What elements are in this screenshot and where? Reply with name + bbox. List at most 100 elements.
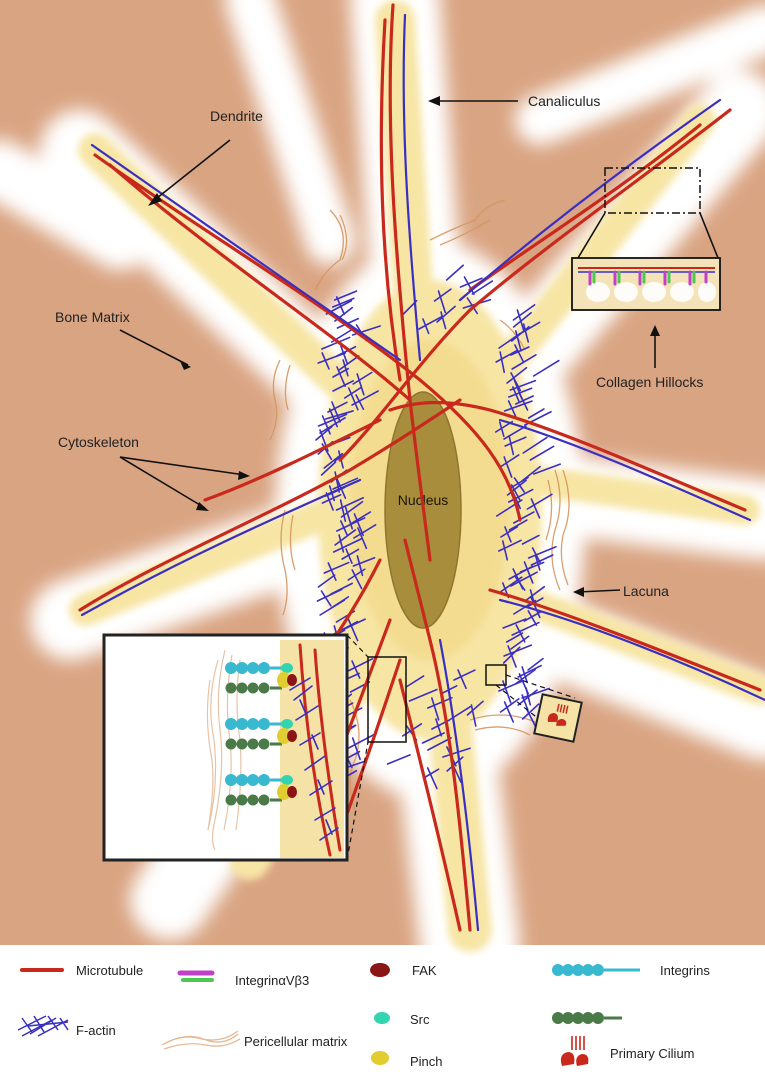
f-actin-strand	[514, 395, 534, 405]
f-actin-strand	[316, 588, 343, 602]
f-actin-strand	[431, 697, 440, 721]
f-actin-strand	[511, 354, 537, 370]
f-actin-strand	[347, 568, 366, 581]
integrin-subunit	[236, 774, 248, 786]
src-protein	[281, 719, 293, 729]
f-actin-strand	[514, 330, 522, 352]
f-actin-strand	[343, 387, 362, 399]
integrin-subunit	[258, 774, 270, 786]
f-actin-strand	[352, 371, 373, 385]
f-actin-strand	[319, 417, 346, 434]
label-collagen-hillocks: Collagen Hillocks	[596, 374, 703, 390]
f-actin-strand	[405, 675, 425, 688]
f-actin-strand	[459, 277, 483, 288]
f-actin-strand	[323, 561, 350, 574]
f-actin-strand	[509, 476, 529, 489]
f-actin-strand	[525, 708, 537, 728]
f-actin-strand	[529, 445, 555, 461]
f-actin-strand	[433, 288, 452, 302]
fak-protein	[287, 786, 297, 798]
f-actin-strand	[340, 520, 349, 537]
f-actin-strand	[334, 529, 357, 546]
pinch-protein	[277, 672, 291, 688]
f-actin-strand	[508, 387, 533, 398]
f-actin-strand	[317, 574, 336, 588]
f-actin-strand	[356, 373, 365, 396]
f-actin-strand	[335, 496, 365, 511]
legend-primary-cilium: Primary Cilium	[560, 1036, 695, 1066]
label-canaliculus: Canaliculus	[528, 93, 600, 109]
integrin-subunit-alt	[247, 794, 259, 806]
integrin-subunit	[247, 662, 259, 674]
f-actin-strand	[353, 523, 377, 539]
f-actin-strand	[340, 500, 364, 518]
f-actin-strand	[324, 410, 354, 420]
f-actin-strand	[320, 590, 332, 607]
f-actin-strand	[498, 421, 505, 437]
f-actin-strand	[527, 657, 544, 671]
f-actin-strand	[498, 576, 523, 594]
f-actin-strand	[332, 537, 363, 553]
legend-pinch-label: Pinch	[410, 1054, 443, 1069]
f-actin-strand	[353, 513, 364, 537]
f-actin-strand	[466, 700, 484, 716]
f-actin-strand	[320, 461, 337, 476]
f-actin-strand	[521, 687, 550, 699]
f-actin-strand	[351, 660, 361, 679]
legend: Microtubule IntegrinαVβ3 FAK Integrins F…	[17, 963, 710, 1069]
f-actin-strand	[517, 664, 542, 678]
f-actin-strand	[332, 367, 350, 378]
f-actin-strand	[523, 611, 542, 622]
f-actin-strand	[349, 511, 372, 525]
integrin-subunit-alt	[247, 738, 259, 750]
f-actin-strand	[338, 534, 345, 553]
legend-integrins-label: Integrins	[660, 963, 710, 978]
f-actin-strand	[511, 621, 540, 636]
f-actin-strand	[440, 311, 447, 330]
f-actin-strand	[498, 333, 521, 349]
label-lacuna: Lacuna	[623, 583, 669, 599]
f-actin-strand	[457, 669, 467, 690]
f-actin-strand	[525, 585, 546, 601]
f-actin-strand	[357, 527, 368, 550]
pinch-protein	[277, 728, 291, 744]
f-actin-strand	[336, 366, 346, 387]
f-actin-strand	[323, 452, 344, 469]
f-actin-strand	[351, 737, 361, 761]
f-actin-strand	[331, 297, 355, 308]
integrin-subunit-alt	[247, 682, 259, 694]
integrin-subunit-alt	[236, 794, 248, 806]
f-actin-strand	[522, 323, 530, 343]
f-actin-strand	[507, 645, 517, 668]
f-actin-strand	[504, 436, 527, 447]
f-actin-strand	[422, 768, 440, 779]
f-actin-strand	[503, 701, 515, 723]
f-actin-strand	[500, 525, 519, 538]
f-actin-strand	[466, 297, 479, 315]
label-cytoskeleton: Cytoskeleton	[58, 434, 139, 450]
focal-adhesion-inset	[102, 633, 407, 862]
f-actin-strand	[437, 290, 447, 314]
f-actin-strand	[321, 352, 330, 370]
f-actin-strand	[325, 492, 334, 511]
f-actin-strand	[514, 344, 525, 363]
f-actin-strand	[527, 408, 545, 419]
arrow-heads	[148, 96, 660, 597]
legend-pericellular-matrix: Pericellular matrix	[161, 1030, 348, 1050]
integrin-subunit	[225, 662, 237, 674]
f-actin-strand	[521, 666, 528, 684]
f-actin-strand	[516, 309, 525, 331]
f-actin-strand	[317, 352, 346, 364]
f-actin-strand	[526, 493, 553, 510]
integrin-subunit-alt	[258, 794, 270, 806]
collagen-hillocks-inset	[571, 167, 721, 311]
f-actin-strand	[321, 336, 351, 350]
legend-primary-cilium-label: Primary Cilium	[610, 1046, 695, 1061]
f-actin-strand	[470, 704, 477, 727]
integrin-subunit	[258, 662, 270, 674]
legend-fak: FAK	[370, 963, 437, 978]
f-actin-strand	[446, 756, 464, 772]
integrin-subunit	[258, 718, 270, 730]
f-actin-strand	[445, 705, 472, 723]
integrin-subunit	[247, 774, 259, 786]
